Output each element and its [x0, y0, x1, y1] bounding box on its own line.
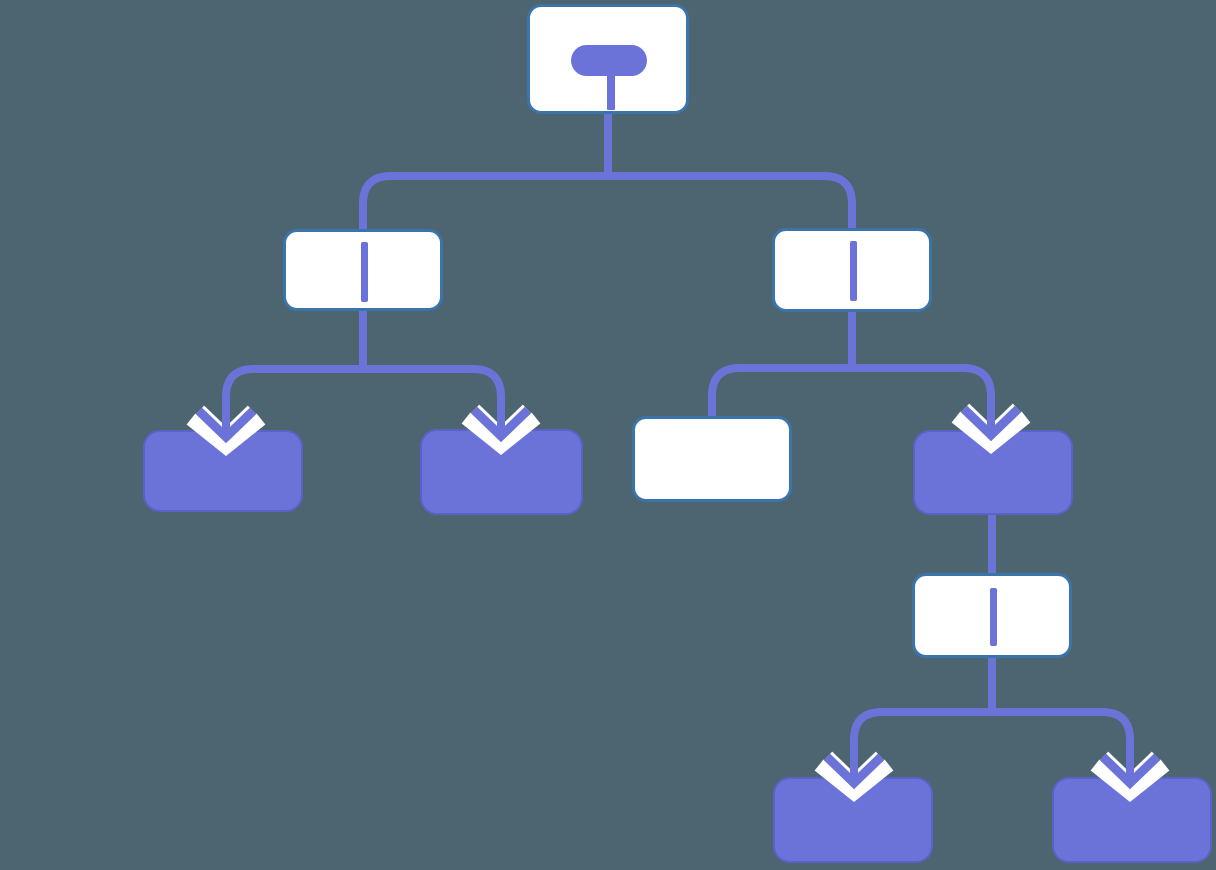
node-leaf-left-1[interactable] [143, 430, 303, 512]
node-child-right-white[interactable] [632, 416, 792, 502]
node-sub-branch[interactable] [912, 573, 1072, 658]
pill-stem-icon-stem [607, 75, 615, 110]
vertical-divider-icon [360, 242, 368, 302]
pill-stem-icon [571, 45, 647, 76]
node-child-right-target[interactable] [913, 430, 1073, 515]
node-branch-right[interactable] [772, 228, 932, 312]
node-sub-leaf-right[interactable] [1052, 777, 1212, 863]
node-branch-left[interactable] [283, 229, 443, 311]
node-root[interactable] [527, 4, 689, 114]
vertical-divider-icon [849, 241, 857, 301]
node-leaf-left-2[interactable] [420, 429, 583, 515]
vertical-divider-icon [989, 588, 997, 646]
node-sub-leaf-left[interactable] [773, 777, 933, 863]
